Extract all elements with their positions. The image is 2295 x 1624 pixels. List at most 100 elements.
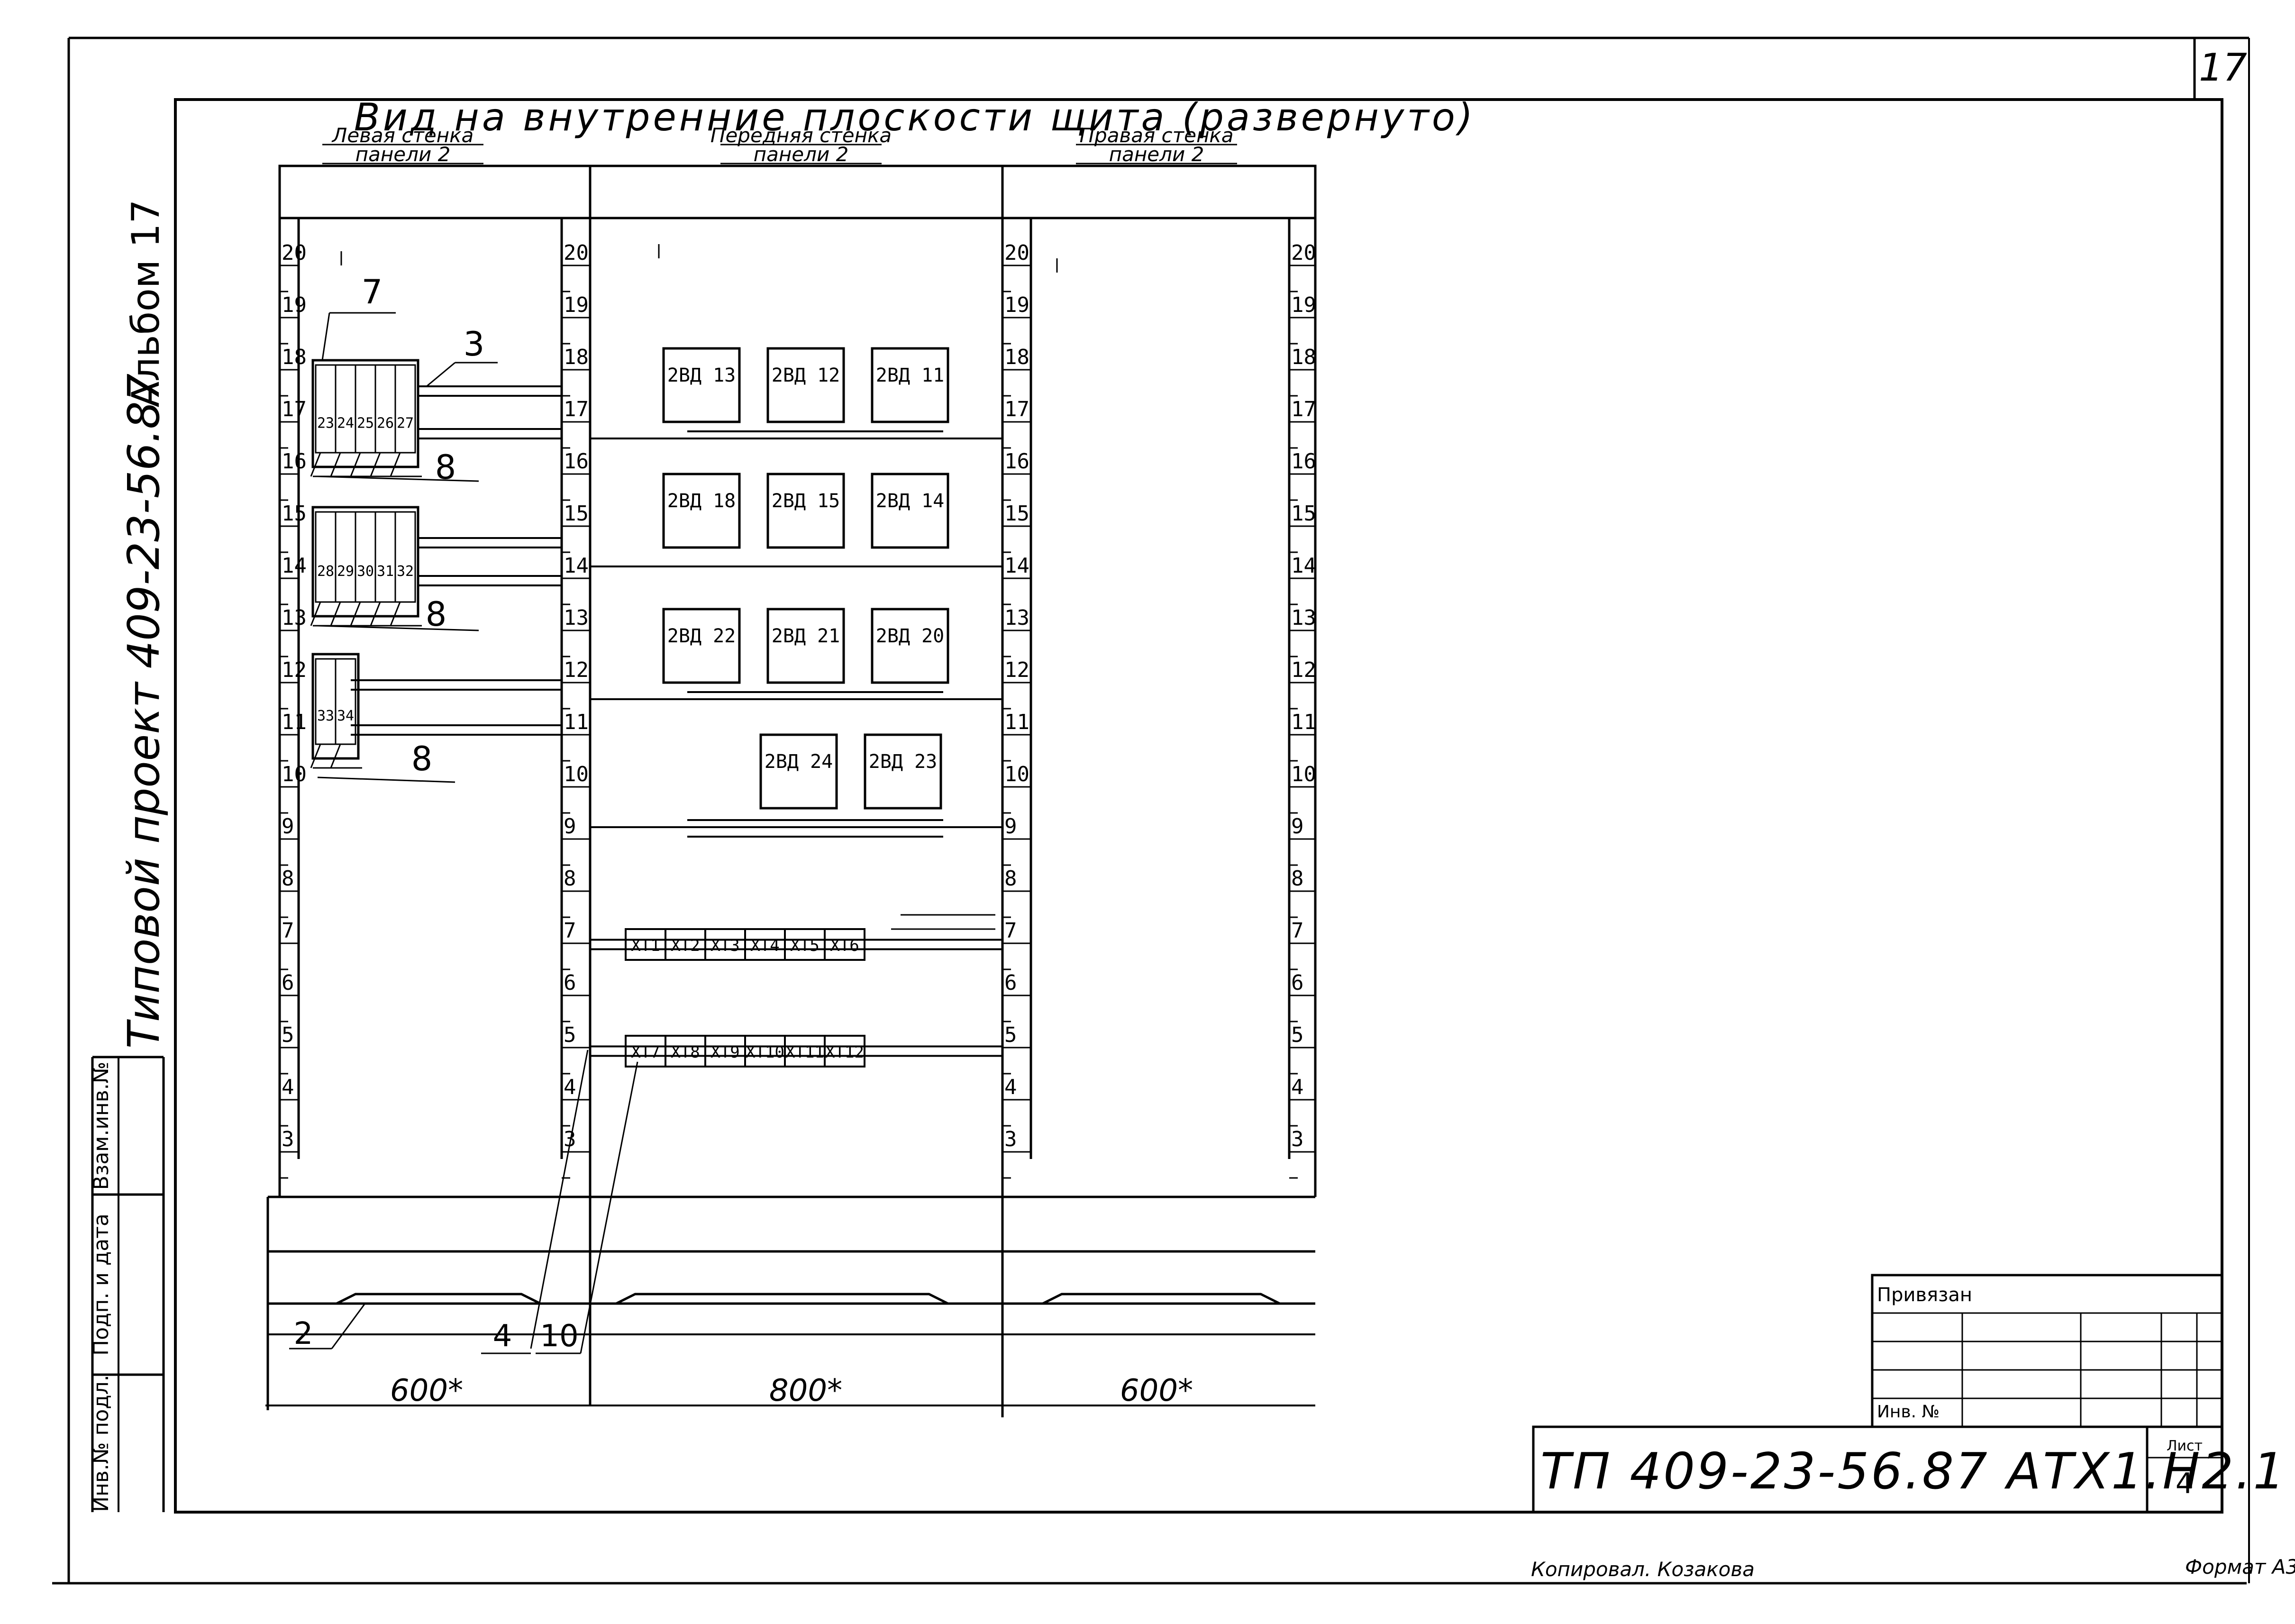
bundle-1 (317, 625, 479, 631)
terminal-cell (335, 658, 356, 745)
rail-tick-label: 7 (564, 919, 576, 943)
terminal-block-label: ХТ12 (825, 1043, 864, 1062)
terminal-block: ХТ3 (704, 928, 746, 961)
inner-frame (174, 98, 2223, 1514)
terminal-block: ХТ2 (665, 928, 706, 961)
panel-width-0: 600* (390, 1373, 463, 1408)
terminal-number: 32 (397, 563, 414, 580)
rail-tick-label: 7 (282, 919, 294, 943)
panels-top-band (278, 164, 1317, 219)
device-frame (766, 347, 845, 423)
rail-tick-label: 14 (564, 554, 589, 578)
terminal-number: 25 (357, 415, 374, 432)
terminal-number: 28 (317, 563, 334, 580)
terminal-block-label: ХТ8 (671, 1043, 700, 1062)
rail-tick-label: 8 (1004, 867, 1017, 891)
device-box: 2ВД 15 (766, 473, 845, 549)
rail-tick-label: 17 (1004, 397, 1029, 421)
rail-tick-label: 20 (282, 241, 307, 265)
callout-7: 7 (362, 273, 383, 311)
rail-tick-label: 8 (564, 867, 576, 891)
terminal-lead (370, 602, 381, 626)
terminal-block-label: ХТ3 (710, 936, 739, 955)
footer-copied: Копировал. Козакова (1531, 1558, 1755, 1581)
terminal-lead (310, 452, 321, 477)
terminal-lead (390, 602, 401, 626)
terminal-cell (335, 364, 356, 454)
rail-tick-label: 5 (282, 1023, 294, 1047)
terminal-block-label: ХТ4 (750, 936, 779, 955)
foot-0 (336, 1293, 541, 1305)
rail-tick-label: 18 (282, 345, 307, 369)
terminal-group-frame (311, 653, 360, 760)
rail-tick-label: 6 (1004, 971, 1017, 995)
device-label: 2ВД 20 (876, 625, 945, 647)
stamp-cell-label-0: Взам.инв.№ (89, 1062, 113, 1190)
terminal-block: ХТ6 (824, 928, 865, 961)
rail-tick-label: 19 (1004, 293, 1029, 317)
rail-tick-label: 10 (564, 762, 589, 786)
terminal-lead (310, 744, 321, 768)
terminal-number: 33 (317, 708, 334, 724)
terminal-number: 29 (337, 563, 354, 580)
device-box: 2ВД 23 (864, 733, 942, 810)
rail-tick-label: 18 (1291, 345, 1316, 369)
device-label: 2ВД 22 (667, 625, 736, 647)
callout-4-leader (530, 1049, 589, 1349)
panel-label-line1-0: Левая стенка (331, 124, 474, 147)
terminal-block: ХТ9 (704, 1035, 746, 1067)
panel-label-line2-0: панели 2 (355, 143, 451, 166)
device-label: 2ВД 12 (772, 365, 840, 386)
terminal-lead (370, 452, 381, 477)
rail-tick-label: 12 (1291, 658, 1316, 682)
rail-tick-label: 11 (282, 710, 307, 734)
terminal-number: 26 (377, 415, 394, 432)
callout-3-leader (426, 362, 455, 387)
foot-1 (615, 1293, 949, 1305)
rail-tick-label: 16 (1004, 449, 1029, 474)
terminal-number: 23 (317, 415, 334, 432)
rail-tick-label: 8 (1291, 867, 1304, 891)
terminal-group-frame (311, 359, 419, 468)
rail-tick-label: 16 (1291, 449, 1316, 474)
rail-tick-label: 9 (1291, 814, 1304, 839)
rail-tick-label: 6 (282, 971, 294, 995)
rail-tick-label: 17 (564, 397, 589, 421)
rail-tick-label: 9 (564, 814, 576, 839)
panel-label-line2-2: панели 2 (1109, 143, 1204, 166)
terminal-lead (330, 452, 341, 477)
panel-label-line1-1: Передняя стенка (710, 124, 892, 147)
device-label: 2ВД 21 (772, 625, 840, 647)
sheet-number: 17 (2199, 46, 2247, 90)
terminal-block: ХТ10 (744, 1035, 786, 1067)
rail-tick-label: 4 (1291, 1075, 1304, 1099)
device-frame (864, 733, 942, 810)
terminal-block-label: ХТ9 (710, 1043, 739, 1062)
rail-tick-label: 3 (1004, 1127, 1017, 1151)
rail-tick-label: 14 (1004, 554, 1029, 578)
panels (265, 164, 1317, 1417)
terminal-block-label: ХТ1 (631, 936, 660, 955)
rail-tick-label: 6 (1291, 971, 1304, 995)
callout-10-leader (580, 1061, 638, 1354)
callout-10: 10 (540, 1319, 578, 1354)
tb-privyazan: Привязан (1877, 1284, 1972, 1306)
terminal-number: 24 (337, 415, 354, 432)
rail-tick-label: 9 (282, 814, 294, 839)
foot-2 (1042, 1293, 1281, 1305)
terminal-cell (374, 364, 396, 454)
tb-list-number: 4 (2176, 1467, 2194, 1500)
device-box: 2ВД 21 (766, 608, 845, 684)
rail-tick-label: 15 (564, 502, 589, 526)
rail-tick-label: 12 (564, 658, 589, 682)
callout-8b: 8 (426, 595, 447, 634)
sheet-frame (52, 36, 2250, 1585)
title-block-main (1532, 1425, 2223, 1514)
terminal-block-label: ХТ10 (746, 1043, 784, 1062)
rail-tick-label: 6 (564, 971, 576, 995)
device-label: 2ВД 13 (667, 365, 736, 386)
device-box: 2ВД 20 (871, 608, 949, 684)
project-side-text: Типовой проект 409-23-56.87 (118, 374, 169, 1049)
